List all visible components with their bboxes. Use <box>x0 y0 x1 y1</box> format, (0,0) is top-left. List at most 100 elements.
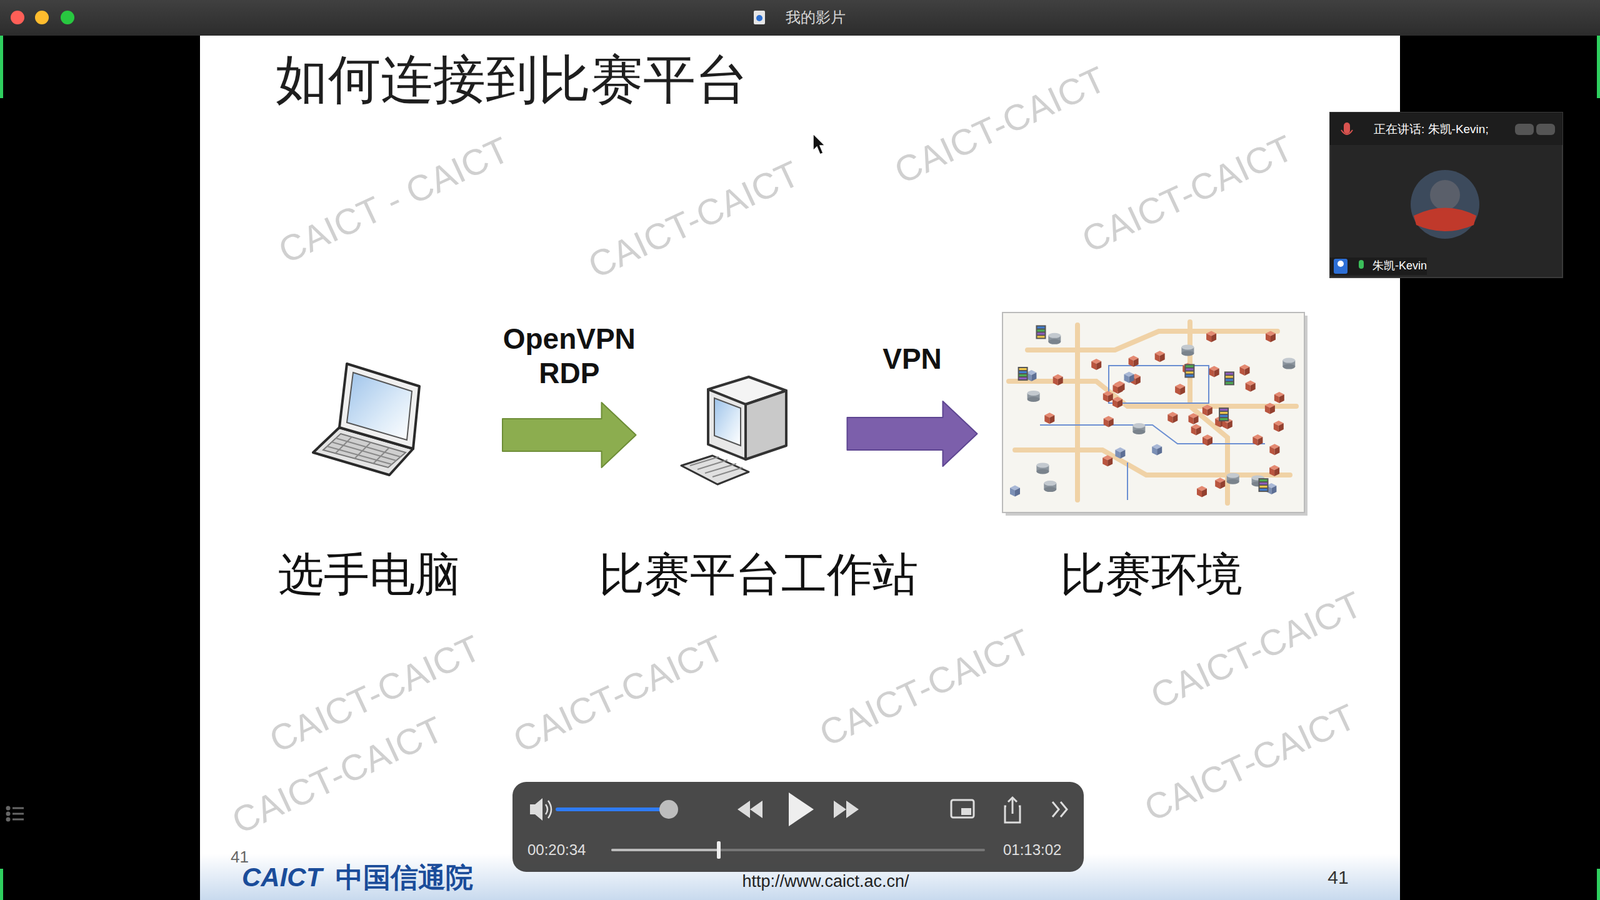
storage-cylinder <box>1181 344 1194 356</box>
server-cube <box>1273 423 1279 432</box>
server-cube <box>1196 426 1202 436</box>
storage-cylinder <box>1036 462 1049 474</box>
server-cube <box>1227 420 1233 430</box>
laptop-icon <box>326 446 392 465</box>
watermark: CAICT-CAICT <box>1137 695 1362 831</box>
watermark: CAICT-CAICT <box>887 57 1112 194</box>
server-rack <box>1225 381 1234 384</box>
server-cube <box>1215 480 1220 489</box>
server-cube <box>1113 385 1119 394</box>
workstation-icon <box>745 390 787 460</box>
server-cube <box>1245 366 1250 376</box>
server-cube <box>1128 355 1139 367</box>
server-rack <box>1220 408 1228 411</box>
server-cube <box>1135 376 1141 385</box>
block-arrow <box>502 402 637 468</box>
workstation-icon <box>714 398 741 446</box>
map-roads <box>1190 321 1228 504</box>
server-cube <box>1155 353 1160 362</box>
participant-panel <box>1330 112 1563 278</box>
server-rack <box>1185 375 1194 377</box>
video-controls <box>833 800 847 819</box>
server-rack <box>1218 407 1229 422</box>
server-cube <box>1151 446 1157 455</box>
server-rack <box>1185 371 1194 374</box>
server-cube <box>1273 420 1284 432</box>
node-figure <box>1002 312 1305 513</box>
storage-cylinder <box>1181 350 1194 356</box>
server-rack <box>1185 365 1194 368</box>
server-cube <box>1096 361 1102 370</box>
server-cube <box>1010 487 1015 497</box>
server-rack <box>1220 418 1228 420</box>
participant-panel <box>1536 123 1555 135</box>
storage-cylinder <box>1048 339 1061 345</box>
server-rack <box>1037 326 1045 329</box>
server-rack <box>1019 368 1027 370</box>
storage-cylinder <box>1036 462 1049 468</box>
video-controls <box>612 848 719 852</box>
server-cube <box>1265 403 1275 415</box>
storage-cylinder <box>1027 390 1040 396</box>
server-cube <box>1103 393 1109 403</box>
window-edge-marks <box>1596 35 1600 99</box>
title-bar <box>60 10 75 25</box>
server-rack <box>1258 478 1269 492</box>
video-controls <box>1052 801 1059 817</box>
storage-cylinder <box>1282 364 1295 370</box>
server-cube <box>1269 446 1275 455</box>
mouse-cursor <box>813 133 825 155</box>
server-cube <box>1112 396 1123 409</box>
server-cube <box>1015 487 1020 497</box>
sidebar-list-icon <box>6 818 10 821</box>
server-cube <box>1269 443 1280 455</box>
server-cube <box>1091 358 1102 370</box>
server-cube <box>1207 406 1213 416</box>
server-cube <box>1188 413 1199 425</box>
speaker-status: 正在讲话: 朱凯-Kevin; <box>1373 122 1489 137</box>
participant-panel <box>1341 130 1353 135</box>
laptop-icon <box>346 372 412 440</box>
server-cube <box>1103 418 1109 428</box>
server-cube <box>1155 350 1165 362</box>
window-edge-marks <box>0 868 4 900</box>
server-rack <box>1018 366 1029 381</box>
diagram-node: 选手电脑 <box>271 360 467 602</box>
workstation-icon <box>705 463 737 474</box>
server-cube <box>1245 383 1251 392</box>
participant-panel <box>1358 260 1364 269</box>
logo-text: CAICT <box>241 861 322 894</box>
server-cube <box>1207 436 1213 446</box>
server-cube <box>1102 455 1113 467</box>
laptop-icon <box>339 363 420 449</box>
participant-panel <box>1410 170 1480 239</box>
video-controls <box>612 848 984 852</box>
map-roads <box>1027 331 1278 350</box>
map-roads <box>1008 321 1297 504</box>
video-controls <box>557 807 669 812</box>
watermark: CAICT-CAICT <box>506 626 731 762</box>
server-rack <box>1260 485 1268 488</box>
storage-cylinder <box>1282 358 1295 370</box>
storage-cylinder <box>1226 479 1240 485</box>
video-controls <box>788 792 814 827</box>
video-controls <box>737 800 750 819</box>
laptop-icon <box>313 363 420 475</box>
video-controls <box>750 800 763 819</box>
watermark: CAICT-CAICT <box>581 151 806 288</box>
server-rack <box>1019 377 1027 380</box>
server-cube <box>1222 420 1228 430</box>
workstation-icon <box>708 389 746 460</box>
node-figure <box>681 365 804 486</box>
participant-panel <box>1515 123 1534 135</box>
storage-cylinder <box>1132 423 1145 435</box>
server-cube <box>1151 443 1162 455</box>
window-edge-marks <box>0 35 1600 900</box>
server-cube <box>1115 447 1125 459</box>
server-rack <box>1037 332 1045 335</box>
arrow-label: OpenVPN RDP <box>503 321 636 391</box>
title-bar <box>0 0 1600 36</box>
workstation-icon <box>681 376 787 485</box>
server-cube <box>1252 436 1258 446</box>
